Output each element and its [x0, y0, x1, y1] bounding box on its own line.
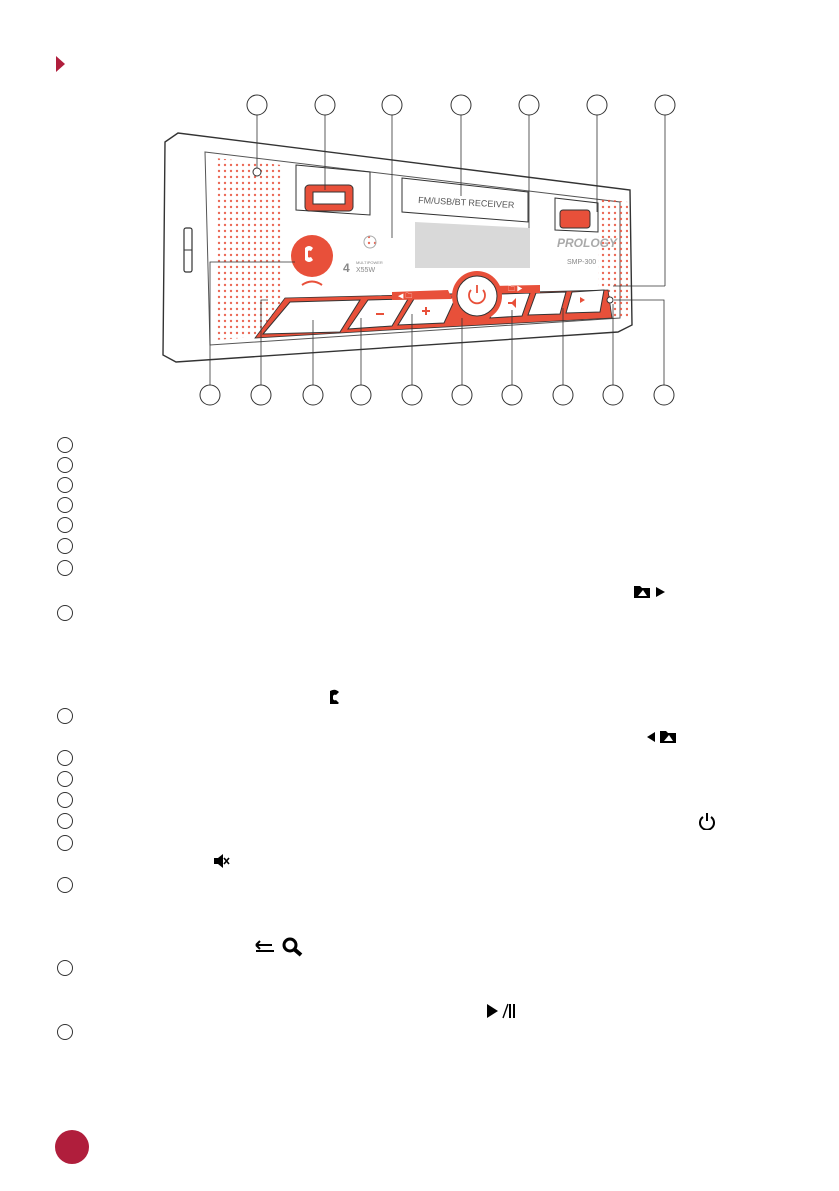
callout-top-1	[246, 94, 268, 116]
legend-circle-5	[57, 517, 73, 533]
callout-top-2	[314, 94, 336, 116]
legend-circle-17	[57, 1024, 73, 1040]
amp-badge-sub: X55W	[356, 267, 375, 274]
bottom-leaders	[209, 261, 665, 385]
power-button	[456, 275, 498, 317]
button-back	[527, 291, 567, 316]
hangup-icon	[301, 280, 323, 286]
callout-bottom-3	[302, 384, 324, 406]
brand-logo: PROLOGY	[557, 236, 618, 250]
legend-circle-1	[57, 437, 73, 453]
display-window	[401, 177, 529, 223]
play-pause-icon	[487, 1003, 515, 1019]
button-large	[261, 299, 361, 335]
top-leaders	[256, 115, 666, 287]
right-speaker-grille	[598, 198, 628, 320]
page-number-badge	[55, 1130, 89, 1164]
call-icon	[305, 246, 313, 262]
power-icon	[699, 813, 715, 830]
legend-circle-6	[57, 538, 73, 554]
legend-circle-14	[57, 835, 73, 851]
section-marker	[56, 56, 65, 72]
svg-text:🗀 ▶: 🗀 ▶	[508, 285, 523, 293]
callout-bottom-6	[451, 384, 473, 406]
svg-text:◀ 🗀: ◀ 🗀	[398, 292, 412, 300]
microphone-icon	[252, 167, 262, 177]
top-callouts	[246, 94, 676, 116]
call-icon-inline	[330, 689, 339, 704]
legend-circle-12	[57, 792, 73, 808]
aux-port	[559, 209, 591, 229]
callout-top-4	[450, 94, 472, 116]
callout-bottom-2	[250, 384, 272, 406]
legend-circle-16	[57, 960, 73, 976]
legend-circle-8	[57, 605, 73, 621]
legend-circle-11	[57, 771, 73, 787]
legend-circle-15	[57, 877, 73, 893]
callout-bottom-5	[401, 384, 423, 406]
legend-circle-13	[57, 813, 73, 829]
folder-next-icon	[634, 586, 665, 598]
callout-top-7	[654, 94, 676, 116]
callout-bottom-1	[199, 384, 221, 406]
bottom-callouts	[199, 384, 675, 406]
device-body: FM/USB/BT RECEIVER PROLOGY SMP-300 4 MUL…	[162, 132, 633, 363]
left-speaker-grille	[215, 158, 282, 340]
legend-circle-10	[57, 750, 73, 766]
svg-text:MULTIPOWER: MULTIPOWER	[356, 260, 383, 265]
legend-circle-2	[57, 457, 73, 473]
lcd-screen	[415, 222, 530, 268]
legend-circle-9	[57, 708, 73, 724]
callout-top-3	[381, 94, 403, 116]
legend-circle-3	[57, 477, 73, 493]
callout-bottom-4	[350, 384, 372, 406]
callout-bottom-7	[501, 384, 523, 406]
callout-bottom-10	[653, 384, 675, 406]
button-play	[565, 289, 605, 314]
legend-circle-4	[57, 497, 73, 513]
model-label: SMP-300	[567, 259, 596, 266]
callout-top-5	[518, 94, 540, 116]
speaker-icon	[363, 235, 377, 249]
folder-prev-icon	[647, 731, 676, 743]
callout-bottom-9	[602, 384, 624, 406]
reset-hole	[606, 296, 614, 304]
legend-circle-7	[57, 560, 73, 576]
mute-icon	[214, 854, 230, 868]
callout-bottom-8	[552, 384, 574, 406]
back-search-icon	[255, 937, 303, 957]
amp-badge: 4	[343, 261, 350, 275]
callout-top-6	[586, 94, 608, 116]
call-button	[291, 235, 333, 277]
